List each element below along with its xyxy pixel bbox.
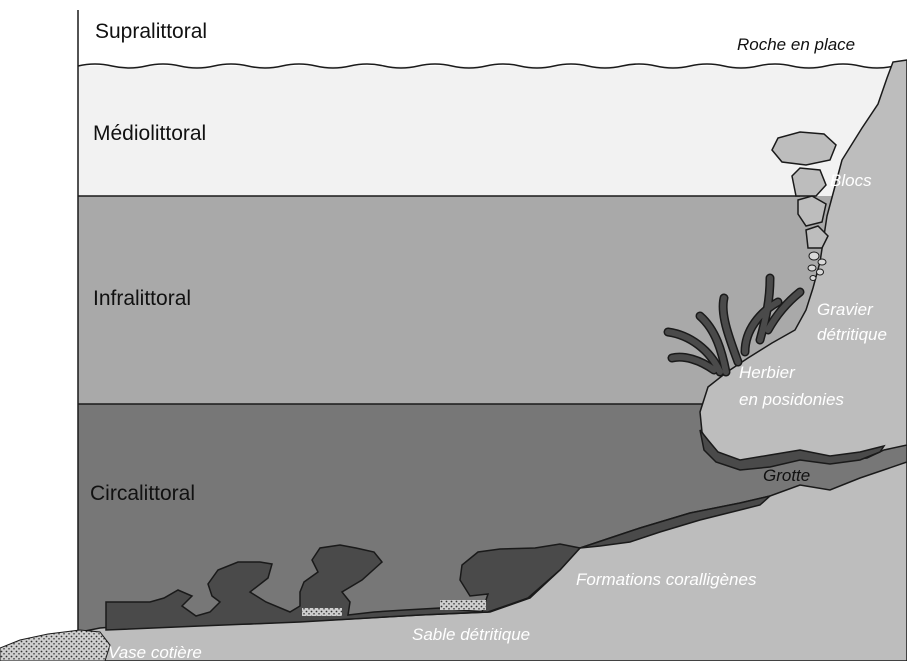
gravel-pebbles [807,251,827,281]
label-gravier-2: détritique [817,325,887,344]
label-coralligenes: Formations coralligènes [576,570,757,589]
label-vase: Vase cotière [108,643,202,661]
coastal-mud [0,629,111,661]
zone-label-mediolittoral: Médiolittoral [93,122,206,145]
label-blocs: Blocs [830,171,872,190]
label-roche-en-place: Roche en place [737,35,855,54]
boulder [797,195,827,227]
label-herbier-2: en posidonies [739,390,844,409]
supralittoral-band [78,0,907,68]
label-grotte: Grotte [763,466,810,485]
label-herbier-1: Herbier [739,363,796,382]
mediolittoral-band [78,66,907,197]
high-tide-line [77,63,895,69]
coralligenous-formations [105,543,582,631]
zone-label-supralittoral: Supralittoral [95,20,207,43]
sand-patch [302,608,342,616]
label-gravier-1: Gravier [817,300,874,319]
boulder [791,167,827,197]
zone-label-circalittoral: Circalittoral [90,482,195,505]
boulder [805,225,829,249]
label-sable: Sable détritique [412,625,530,644]
sand-patch [440,600,486,610]
zone-label-infralittoral: Infralittoral [93,287,191,310]
cave-grotte [699,429,886,471]
boulder [771,131,837,166]
coralligenous-ridge [579,495,771,549]
